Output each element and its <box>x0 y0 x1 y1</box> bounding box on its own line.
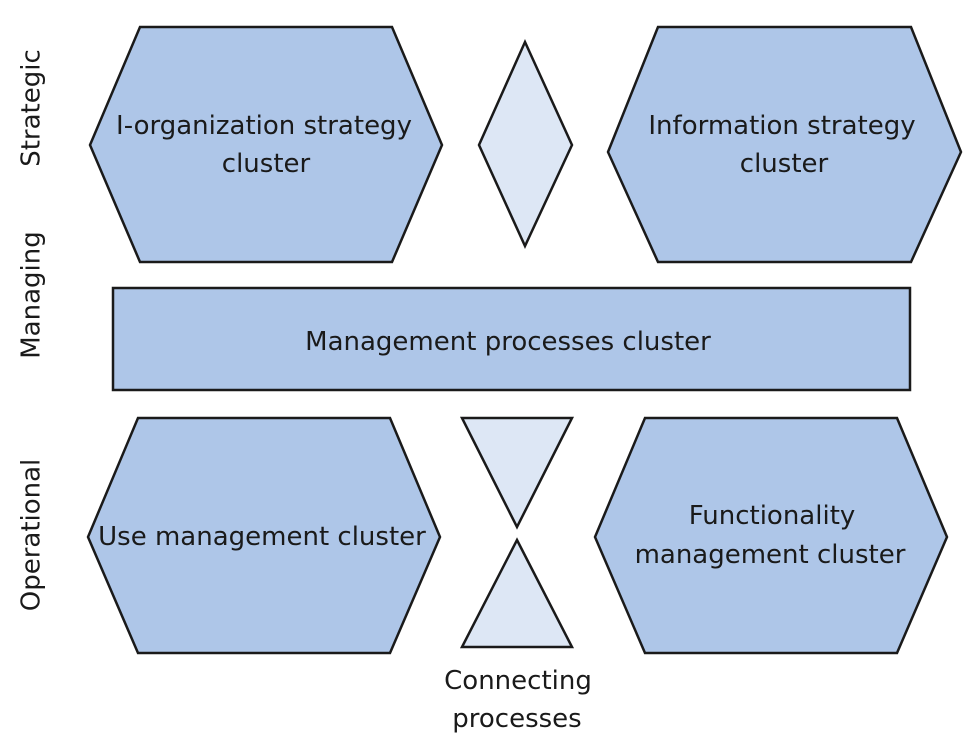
strategic-connecting-diamond <box>477 38 574 249</box>
information-strategy-label-line2: cluster <box>740 149 829 179</box>
use-management-hexagon <box>86 416 442 655</box>
connecting-triangle-up <box>459 537 575 649</box>
use-management-label: Use management cluster <box>98 522 426 552</box>
connecting-triangle-down <box>459 416 575 530</box>
layer-label-managing: Managing <box>17 231 47 359</box>
i-organization-strategy-label-line1: I-organization strategy <box>116 111 412 141</box>
connecting-processes-label-line2: processes <box>452 704 581 734</box>
information-strategy-cluster: Information strategy cluster <box>606 25 963 264</box>
management-processes-label: Management processes cluster <box>305 327 711 357</box>
functionality-management-label-line1: Functionality <box>689 501 856 531</box>
i-organization-strategy-label-line2: cluster <box>222 149 311 179</box>
i-organization-strategy-hexagon <box>88 25 444 264</box>
information-strategy-hexagon <box>606 25 963 264</box>
functionality-management-hexagon <box>593 416 949 655</box>
i-organization-strategy-cluster: I-organization strategy cluster <box>88 25 444 264</box>
management-processes-rectangle <box>111 286 912 392</box>
layer-label-operational: Operational <box>17 459 47 612</box>
management-processes-cluster: Management processes cluster <box>111 286 912 392</box>
layer-label-strategic: Strategic <box>17 49 47 167</box>
use-management-cluster: Use management cluster <box>86 416 442 655</box>
functionality-management-cluster: Functionality management cluster <box>593 416 949 655</box>
functionality-management-label-line2: management cluster <box>635 540 906 570</box>
connecting-processes-label-line1: Connecting <box>444 666 592 696</box>
information-strategy-label-line1: Information strategy <box>648 111 915 141</box>
